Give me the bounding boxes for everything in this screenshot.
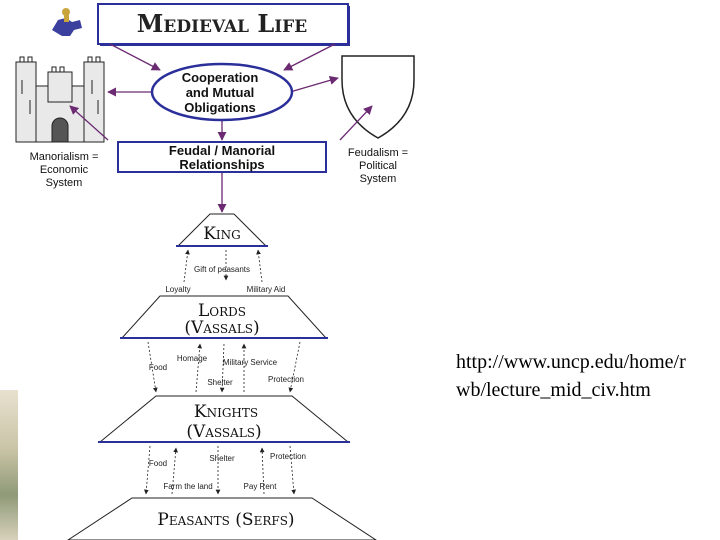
pay-rent-label: Pay Rent <box>244 482 278 491</box>
purple-arrows <box>69 43 373 213</box>
loyalty-label: Loyalty <box>165 285 190 294</box>
knight-logo-icon <box>48 4 86 38</box>
shield-icon <box>341 55 415 139</box>
source-url[interactable]: http://www.uncp.edu/home/rwb/lecture_mid… <box>456 351 686 401</box>
military-aid-label: Military Aid <box>247 285 286 294</box>
knights-shelter-label: Shelter <box>209 454 235 463</box>
king-lords-arrows <box>183 249 263 283</box>
diagram-title: Medieval Life <box>137 9 307 38</box>
cooperation-oval: Cooperation and Mutual Obligations <box>150 62 294 122</box>
feudal-diagram: Medieval Life Manorialism = Economic Sys… <box>15 3 415 540</box>
tier-lords-line-1: Lords <box>198 301 246 321</box>
manorialism-line-3: System <box>46 177 83 189</box>
manorialism-line-1: Manorialism = <box>30 151 99 163</box>
feudal-relationships-box: Feudal / Manorial Relationships <box>117 141 327 173</box>
lords-food-label: Food <box>149 363 167 372</box>
decorative-leaf-strip <box>0 390 18 540</box>
lords-protection-label: Protection <box>268 375 304 384</box>
lords-tier: Lords (Vassals) <box>120 295 328 339</box>
oval-line-1: Cooperation <box>182 70 259 85</box>
military-service-label: Military Service <box>223 358 278 367</box>
tier-knights-line-2: (Vassals) <box>186 422 261 442</box>
tier-peasants: Peasants (Serfs) <box>157 510 294 530</box>
knights-tier: Knights (Vassals) <box>98 395 350 443</box>
homage-label: Homage <box>177 354 208 363</box>
knights-food-label: Food <box>149 459 167 468</box>
feudalism-line-3: System <box>360 173 397 185</box>
feudal-box-line-1: Feudal / Manorial <box>169 143 275 158</box>
castle-icon <box>15 56 105 143</box>
king-tier: King <box>176 213 268 247</box>
knights-peasants-arrows <box>143 445 297 495</box>
knights-protection-label: Protection <box>270 452 306 461</box>
lords-shelter-label: Shelter <box>207 378 233 387</box>
farm-the-land-label: Farm the land <box>163 482 212 491</box>
manorialism-line-2: Economic <box>40 164 89 176</box>
feudal-box-line-2: Relationships <box>179 157 264 172</box>
lords-knights-arrows <box>147 341 301 393</box>
tier-knights-line-1: Knights <box>194 402 258 422</box>
gift-of-peasants-label: Gift of peasants <box>194 265 250 274</box>
tier-king: King <box>203 224 241 244</box>
tier-lords-line-2: (Vassals) <box>184 318 259 338</box>
title-box: Medieval Life <box>97 3 350 46</box>
peasants-tier: Peasants (Serfs) <box>67 497 377 540</box>
feudalism-line-1: Feudalism = <box>348 147 408 159</box>
feudalism-line-2: Political <box>359 160 397 172</box>
oval-line-3: Obligations <box>184 100 256 115</box>
oval-line-2: and Mutual <box>186 85 255 100</box>
